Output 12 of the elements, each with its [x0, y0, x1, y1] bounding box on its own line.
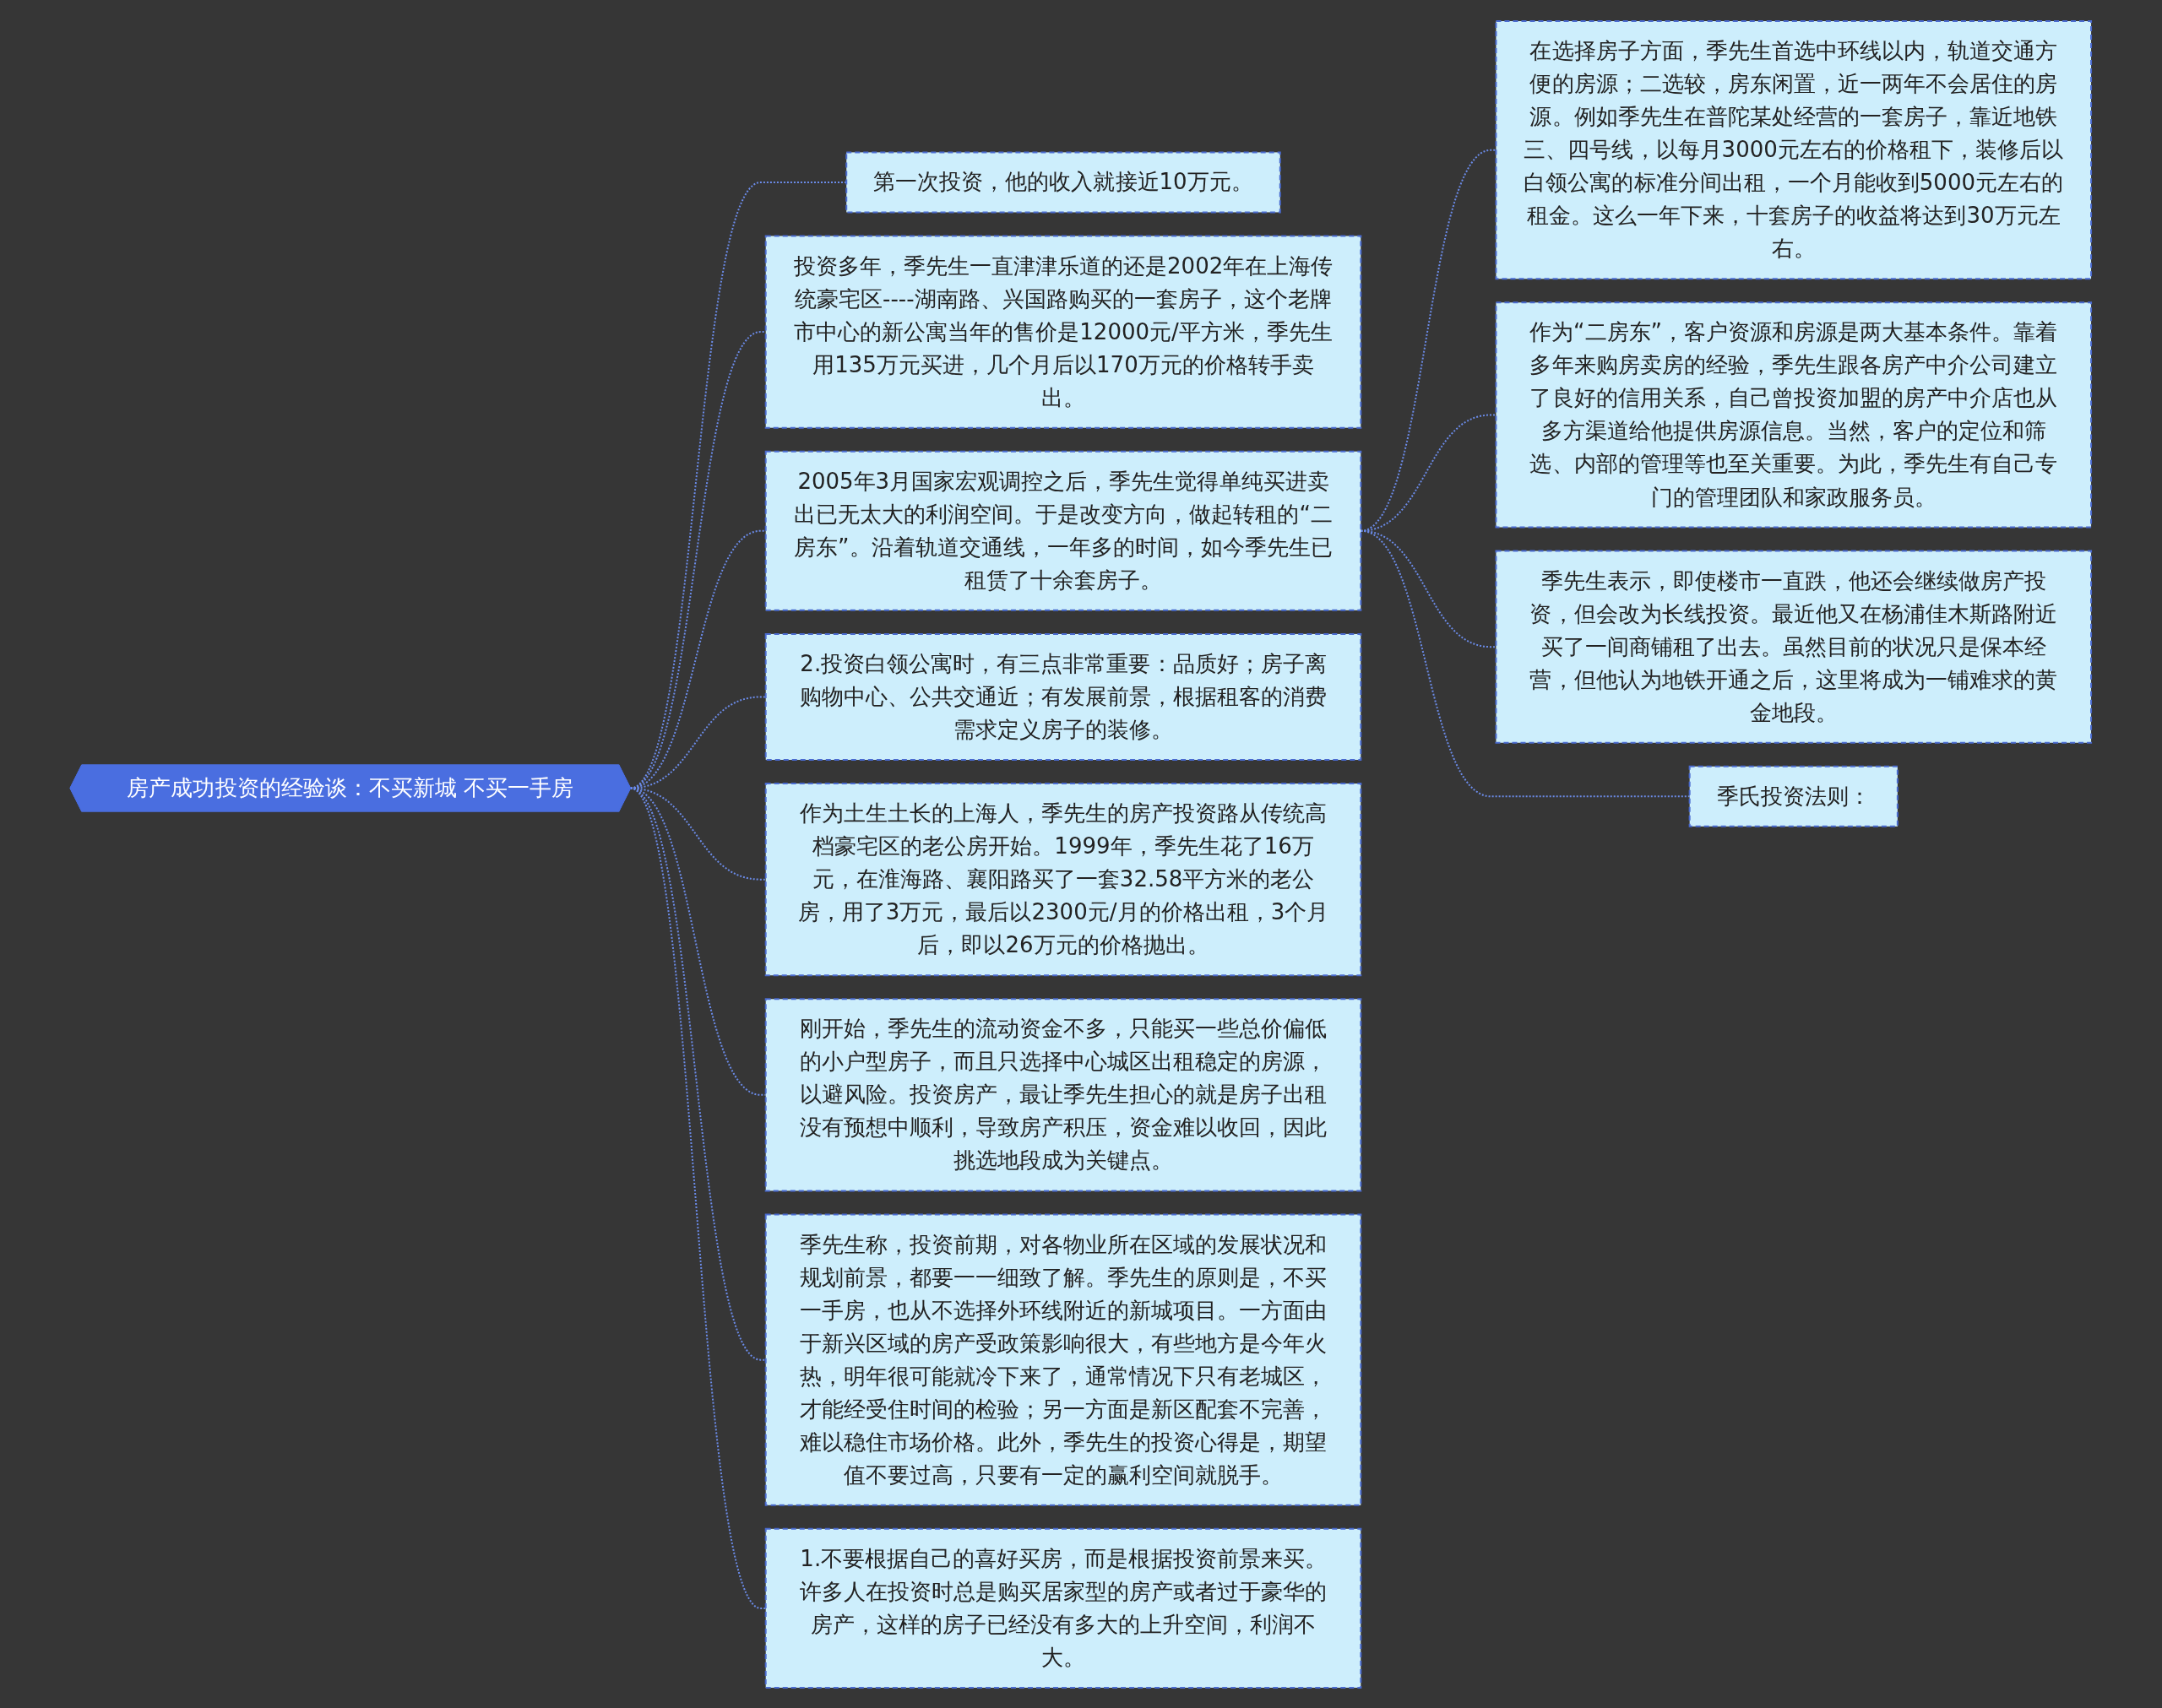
node-box: 第一次投资，他的收入就接近10万元。	[845, 150, 1282, 213]
node-box: 作为土生土长的上海人，季先生的房产投资路从传统高档豪宅区的老公房开始。1999年，季先生花了16万元，在淮海路、襄阳路买了一套32.58平方米的老公房，用了3万元，最后以2300元/月的价格出租，3个月后，即以26万元的价格抛出。	[765, 782, 1362, 976]
node-box: 刚开始，季先生的流动资金不多，只能买一些总价偏低的小户型房子，而且只选择中心城区出租稳定的房源，以避风险。投资房产，最让季先生担心的就是房子出租没有预想中顺利，导致房产积压，资金难以收回，因此挑选地段成为关键点。	[765, 997, 1362, 1191]
node-box: 投资多年，季先生一直津津乐道的还是2002年在上海传统豪宅区----湖南路、兴国路购买的一套房子，这个老牌市中心的新公寓当年的售价是12000元/平方米，季先生用135万元买进，几个月后以170万元的价格转手卖出。	[765, 235, 1362, 429]
node-box: 季氏投资法则：	[1689, 765, 1899, 827]
node-box: 季先生称，投资前期，对各物业所在区域的发展状况和规划前景，都要一一细致了解。季先生的原则是，不买一手房，也从不选择外环线附近的新城项目。一方面由于新兴区域的房产受政策影响很大，有些地方是今年火热，明年很可能就冷下来了，通常情况下只有老城区，才能经受住时间的检验；另一方面是新区配套不完善，难以稳住市场价格。此外，季先生的投资心得是，期望值不要过高，只要有一定的赢利空间就脱手。	[765, 1213, 1362, 1506]
node-box: 季先生表示，即使楼市一直跌，他还会继续做房产投资，但会改为长线投资。最近他又在杨浦佳木斯路附近买了一间商铺租了出去。虽然目前的状况只是保本经营，但他认为地铁开通之后，这里将成为一铺难求的黄金地段。	[1495, 550, 2093, 744]
node-box: 2.投资白领公寓时，有三点非常重要：品质好；房子离购物中心、公共交通近；有发展前景，根据租客的消费需求定义房子的装修。	[765, 632, 1362, 761]
node-box: 作为“二房东”，客户资源和房源是两大基本条件。靠着多年来购房卖房的经验，季先生跟各房产中介公司建立了良好的信用关系，自己曾投资加盟的房产中介店也从多方渠道给他提供房源信息。当然，客户的定位和筛选、内部的管理等也至关重要。为此，季先生有自己专门的管理团队和家政服务员。	[1495, 301, 2093, 529]
node-box: 2005年3月国家宏观调控之后，季先生觉得单纯买进卖出已无太大的利润空间。于是改变方向，做起转租的“二房东”。沿着轨道交通线，一年多的时间，如今季先生已租赁了十余套房子。	[765, 450, 1362, 611]
node-box: 1.不要根据自己的喜好买房，而是根据投资前景来买。许多人在投资时总是购买居家型的房产或者过于豪华的房产，这样的房子已经没有多大的上升空间，利润不大。	[765, 1527, 1362, 1689]
node-box: 在选择房子方面，季先生首选中环线以内，轨道交通方便的房源；二选较，房东闲置，近一两年不会居住的房源。例如季先生在普陀某处经营的一套房子，靠近地铁三、四号线，以每月3000元左右的价格租下，装修后以白领公寓的标准分间出租，一个月能收到5000元左右的租金。这么一年下来，十套房子的收益将达到30万元左右。	[1495, 19, 2093, 279]
